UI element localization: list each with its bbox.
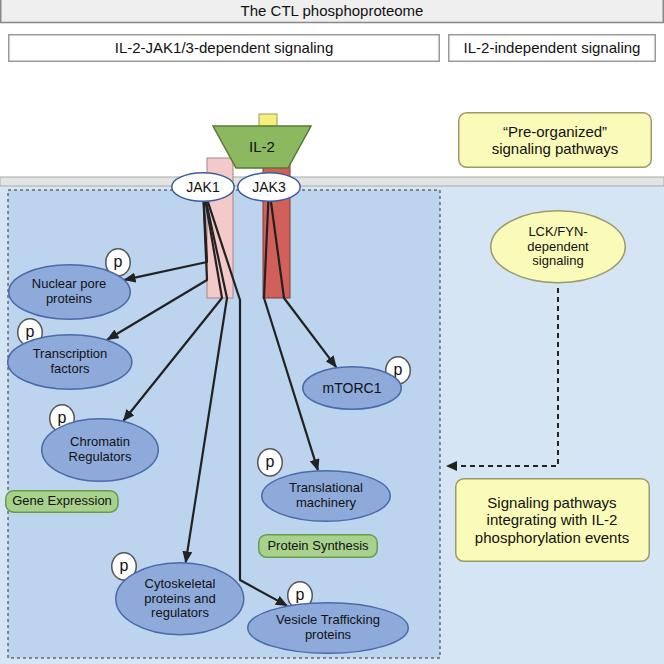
target-ellipse: Cytoskeletal proteins and regulators — [115, 562, 245, 635]
text-block: Nuclear pore proteins — [24, 277, 114, 307]
node-label: Nuclear pore proteins — [24, 277, 114, 307]
target-ellipse: Translational machinery — [261, 470, 391, 522]
node-shape — [238, 173, 301, 202]
node-label: Transcription factors — [24, 347, 116, 377]
phospho-circle: p — [257, 448, 283, 477]
title-bar: The CTL phosphoproteome — [0, 0, 664, 24]
text-block: Vesicle Trafficking proteins — [268, 613, 388, 643]
node-label: p — [266, 454, 275, 470]
kinase-ellipse: JAK1 — [171, 172, 235, 202]
text-block: IL-2 — [249, 138, 275, 155]
text-block: mTORC1 — [323, 380, 382, 396]
arrow-connector — [186, 202, 227, 563]
text-block: IL-2-independent signaling — [464, 39, 641, 56]
section-header: IL-2-independent signaling — [448, 34, 656, 62]
text-block: LCK/FYN- dependent signaling — [516, 225, 601, 270]
node-shape — [116, 563, 244, 635]
text-block: Protein Synthesis — [267, 539, 368, 554]
node-label: p — [296, 587, 305, 603]
node-label: p — [120, 558, 129, 574]
node-shape — [303, 367, 402, 410]
node-label: LCK/FYN- dependent signaling — [516, 225, 601, 270]
node-label: IL-2-independent signaling — [464, 39, 641, 56]
node-shape — [42, 419, 159, 482]
outcome-box: Gene Expression — [5, 490, 119, 513]
node-shape — [258, 448, 283, 475]
node-label: p — [26, 324, 35, 340]
node-shape — [213, 126, 311, 168]
text-block: JAK3 — [252, 179, 285, 195]
node-shape — [1, 0, 664, 23]
text-block: The CTL phosphoproteome — [241, 2, 424, 19]
node-label: Protein Synthesis — [267, 539, 368, 554]
node-label: IL-2 — [249, 138, 275, 155]
section-header: IL-2-JAK1/3-dependent signaling — [8, 34, 440, 62]
node-label: Chromatin Regulators — [60, 435, 140, 465]
text-block: Cytoskeletal proteins and regulators — [133, 577, 228, 622]
node-label: “Pre-organized” signaling pathways — [480, 123, 630, 158]
text-block: p — [114, 254, 123, 270]
text-block: p — [266, 454, 275, 470]
target-ellipse: Nuclear pore proteins — [8, 264, 131, 320]
node-shape — [262, 471, 391, 522]
node-label: Translational machinery — [280, 481, 372, 511]
text-block: p — [120, 558, 129, 574]
node-shape — [248, 603, 409, 654]
node-label: JAK1 — [186, 179, 219, 195]
text-block: Gene Expression — [12, 494, 112, 509]
node-label: Signaling pathways integrating with IL-2… — [467, 494, 637, 546]
arrow-connector — [271, 202, 336, 367]
arrow-connector — [124, 202, 223, 421]
node-shape — [8, 265, 130, 320]
pathway-box: “Pre-organized” signaling pathways — [458, 112, 652, 168]
node-shape — [6, 490, 118, 511]
target-ellipse: mTORC1 — [302, 366, 402, 410]
text-block: p — [58, 410, 67, 426]
cell-membrane — [0, 177, 664, 186]
pathway-box: Signaling pathways integrating with IL-2… — [455, 478, 650, 562]
node-shape — [172, 173, 235, 202]
text-block: p — [296, 587, 305, 603]
arrow-connector — [125, 202, 208, 280]
node-label: The CTL phosphoproteome — [241, 2, 424, 19]
outcome-box: Protein Synthesis — [258, 534, 378, 558]
node-label: p — [394, 362, 403, 378]
text-block: IL-2-JAK1/3-dependent signaling — [115, 39, 333, 56]
text-block: “Pre-organized” signaling pathways — [480, 123, 630, 158]
node-label: JAK3 — [252, 179, 285, 195]
pathway-ellipse: LCK/FYN- dependent signaling — [490, 210, 626, 283]
node-shape — [455, 479, 649, 562]
node-shape — [459, 113, 652, 168]
text-block: p — [26, 324, 35, 340]
node-label: IL-2-JAK1/3-dependent signaling — [115, 39, 333, 56]
text-block: JAK1 — [186, 179, 219, 195]
arrow-connector — [264, 202, 318, 470]
dashed-arrowhead — [446, 461, 457, 471]
text-block: Translational machinery — [280, 481, 372, 511]
node-label: Gene Expression — [12, 494, 112, 509]
node-shape — [491, 211, 626, 283]
target-ellipse: Vesicle Trafficking proteins — [247, 602, 409, 654]
kinase-ellipse: JAK3 — [237, 172, 301, 202]
cytokine-shape: IL-2 — [212, 125, 312, 169]
node-shape — [8, 335, 132, 390]
node-label: p — [114, 254, 123, 270]
node-shape — [9, 35, 440, 62]
node-shape — [259, 535, 378, 558]
node-label: Cytoskeletal proteins and regulators — [133, 577, 228, 622]
text-block: p — [394, 362, 403, 378]
text-block: Chromatin Regulators — [60, 435, 140, 465]
target-ellipse: Chromatin Regulators — [41, 418, 159, 482]
node-shape — [449, 35, 656, 62]
cytoplasm-region — [0, 186, 664, 664]
dashed-connector — [456, 288, 558, 466]
text-block: Transcription factors — [24, 347, 116, 377]
target-ellipse: Transcription factors — [7, 334, 133, 390]
text-block: Signaling pathways integrating with IL-2… — [467, 494, 637, 546]
node-label: Vesicle Trafficking proteins — [268, 613, 388, 643]
node-label: mTORC1 — [323, 380, 382, 396]
node-label: p — [58, 410, 67, 426]
